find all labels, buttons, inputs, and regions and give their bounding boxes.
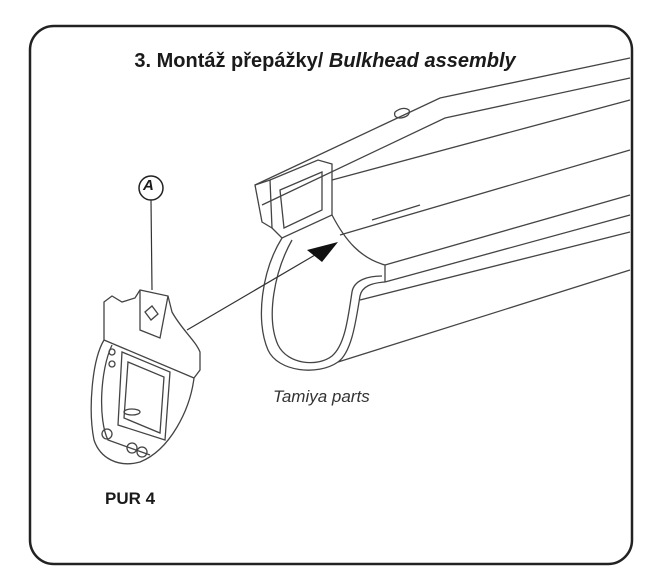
fuselage-drawing bbox=[254, 57, 631, 371]
tamiya-parts-label: Tamiya parts bbox=[273, 387, 370, 406]
frame-border bbox=[28, 24, 634, 566]
pur4-bulkhead-part bbox=[90, 289, 201, 465]
title-english: Bulkhead assembly bbox=[328, 50, 516, 72]
part-label: PUR 4 bbox=[105, 489, 156, 508]
arrow-head-icon bbox=[307, 242, 338, 262]
page-title: 3. Montáž přepážky/ Bulkhead assembly bbox=[0, 50, 650, 73]
callout-label: A bbox=[143, 177, 154, 194]
assembly-arrow-line bbox=[186, 254, 316, 331]
callout-leader-line bbox=[150, 199, 153, 291]
title-czech: 3. Montáž přepážky/ bbox=[134, 50, 324, 72]
